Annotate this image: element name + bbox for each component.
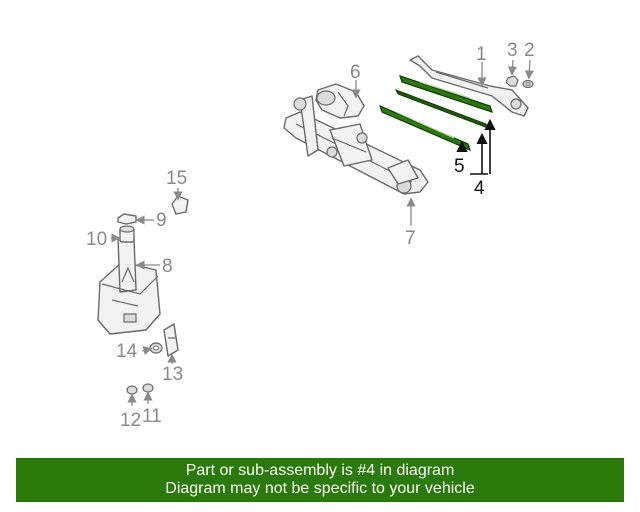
leader-3 <box>507 59 518 76</box>
callout-14: 14 <box>116 341 138 362</box>
leader-14 <box>141 346 153 355</box>
callout-12: 12 <box>120 410 141 431</box>
callout-7: 7 <box>405 228 416 249</box>
arm-washer <box>522 79 534 89</box>
callout-5: 5 <box>454 156 465 177</box>
part-info-banner: Part or sub-assembly is #4 in diagram Di… <box>16 458 624 502</box>
clip-11 <box>142 383 154 393</box>
wiper-blade-lower <box>379 104 471 152</box>
wiper-linkage <box>283 95 429 195</box>
callout-8: 8 <box>162 256 173 277</box>
callout-3: 3 <box>507 40 518 61</box>
callout-15: 15 <box>166 168 187 189</box>
reservoir-seal <box>117 213 137 225</box>
banner-disclaimer-line: Diagram may not be specific to your vehi… <box>165 480 475 497</box>
callout-1: 1 <box>476 44 487 65</box>
clip-12 <box>126 385 138 395</box>
callout-2: 2 <box>524 40 535 61</box>
arm-nut <box>505 75 519 87</box>
callout-11: 11 <box>142 406 162 427</box>
pump-grommet <box>149 342 163 354</box>
banner-part-line: Part or sub-assembly is #4 in diagram <box>185 462 455 479</box>
reservoir-cap <box>119 225 135 243</box>
callout-9: 9 <box>156 210 167 231</box>
leader-2 <box>524 59 534 80</box>
callout-10: 10 <box>86 229 107 250</box>
callout-13: 13 <box>162 364 183 385</box>
washer-reservoir <box>97 237 161 335</box>
washer-pump <box>163 323 179 357</box>
wiper-blade-upper <box>399 75 493 113</box>
washer-nozzle <box>171 195 189 215</box>
callout-4: 4 <box>474 178 485 199</box>
callout-6: 6 <box>350 62 361 83</box>
wiper-motor <box>315 83 365 119</box>
